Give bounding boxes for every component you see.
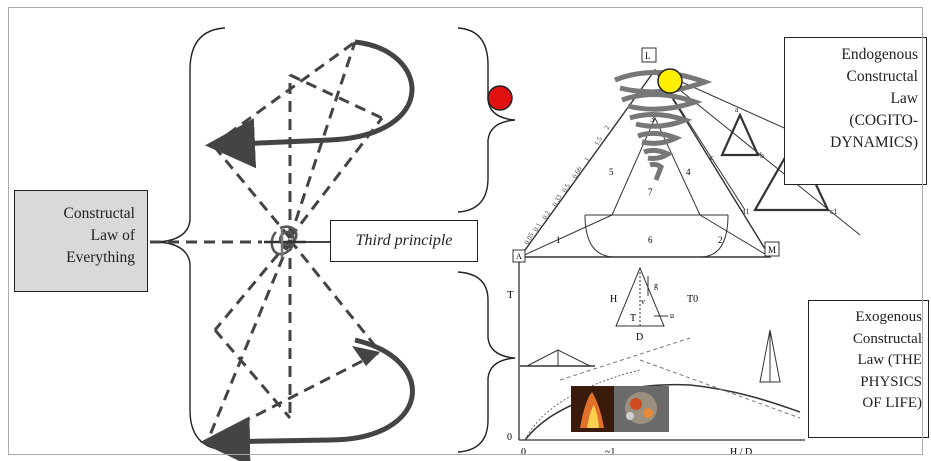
third-principle-box: Third principle: [330, 220, 478, 262]
left-big-brace: [157, 27, 226, 451]
left-box-line-3: Everything: [66, 249, 135, 266]
region-1: 1: [556, 235, 561, 245]
region-2: 2: [718, 235, 723, 245]
endo-line-4: (COGITO-: [849, 112, 918, 129]
yellow-marker[interactable]: [657, 68, 683, 94]
tornado-icon: [614, 70, 713, 181]
chart-x-label: H / D: [730, 447, 752, 458]
region-5: 5: [609, 167, 614, 177]
chart-curve-solid: [524, 383, 801, 441]
region-7: 7: [648, 187, 653, 197]
left-box-line-1: Constructal: [63, 205, 135, 222]
chart-x-tick-0: 0: [521, 447, 526, 458]
svg-text:1.5: 1.5: [593, 135, 604, 147]
endo-line-2: Constructal: [846, 68, 918, 85]
svg-text:0.1: 0.1: [532, 221, 543, 233]
endo-line-3: Law: [890, 90, 918, 107]
lower-dashed-cone: [206, 239, 382, 442]
exo-line-2: Constructal: [852, 330, 922, 347]
lower-right-brace: [457, 271, 516, 453]
svg-text:c: c: [710, 153, 714, 162]
svg-text:0.33: 0.33: [551, 193, 564, 208]
inset-label-h: H: [610, 294, 617, 305]
lower-curved-arrow: [200, 337, 415, 461]
svg-text:0.5: 0.5: [561, 182, 572, 194]
chart-line-dashed-2: [559, 337, 691, 381]
inset-label-t0: T0: [687, 294, 698, 305]
svg-text:a1: a1: [742, 207, 750, 216]
chart-y-label: T: [507, 289, 514, 301]
chart-y-tick-0: 0: [507, 432, 512, 443]
exo-line-1: Exogenous: [855, 309, 922, 325]
inset-label-u: u: [670, 311, 674, 320]
region-6: 6: [648, 235, 653, 245]
exo-line-3: Law (THE: [857, 352, 922, 368]
corner-label-l: L: [645, 51, 651, 61]
constructal-law-of-everything-box: Constructal Law of Everything: [14, 190, 148, 292]
scale-ticks: 0.05 0.1 0.2 0.33 0.5 0.66 1 1.5 2: [523, 124, 612, 246]
fire-photo-1: [571, 386, 614, 432]
svg-text:a: a: [735, 105, 739, 114]
exo-line-5: OF LIFE): [862, 395, 922, 411]
inset-label-v: v: [641, 297, 645, 306]
endo-line-5: DYNAMICS): [830, 134, 918, 151]
inset-label-d: D: [636, 332, 643, 343]
red-marker[interactable]: [487, 85, 513, 111]
svg-text:b: b: [760, 151, 764, 160]
chart-corner-label-a: A: [516, 252, 522, 261]
corner-label-m: M: [768, 245, 776, 255]
svg-text:1: 1: [583, 156, 592, 163]
region-3: 3: [650, 114, 655, 124]
chart-x-tick-1: ~1: [605, 447, 615, 458]
third-principle-label: Third principle: [355, 232, 453, 249]
exogenous-law-box: Exogenous Constructal Law (THE PHYSICS O…: [808, 300, 929, 438]
endogenous-law-box: Endogenous Constructal Law (COGITO- DYNA…: [784, 37, 927, 185]
upper-curved-arrow: [205, 39, 415, 169]
chart-line-dashed-1: [639, 359, 801, 419]
chart: A T 0 0 ~1 H / D H T D T0 g v: [507, 249, 805, 458]
inset-label-t: T: [630, 313, 636, 324]
svg-text:0.2: 0.2: [541, 209, 552, 221]
svg-text:2: 2: [603, 124, 612, 131]
fire-photo-2: [614, 386, 669, 432]
svg-text:c1: c1: [830, 207, 838, 216]
endo-line-1: Endogenous: [841, 46, 918, 63]
center-swirl-icon: [264, 225, 306, 258]
inset-label-g: g: [654, 281, 658, 290]
exo-line-4: PHYSICS: [860, 373, 922, 390]
region-4: 4: [686, 167, 691, 177]
upper-right-brace: [457, 27, 516, 213]
left-box-line-2: Law of: [90, 227, 135, 244]
